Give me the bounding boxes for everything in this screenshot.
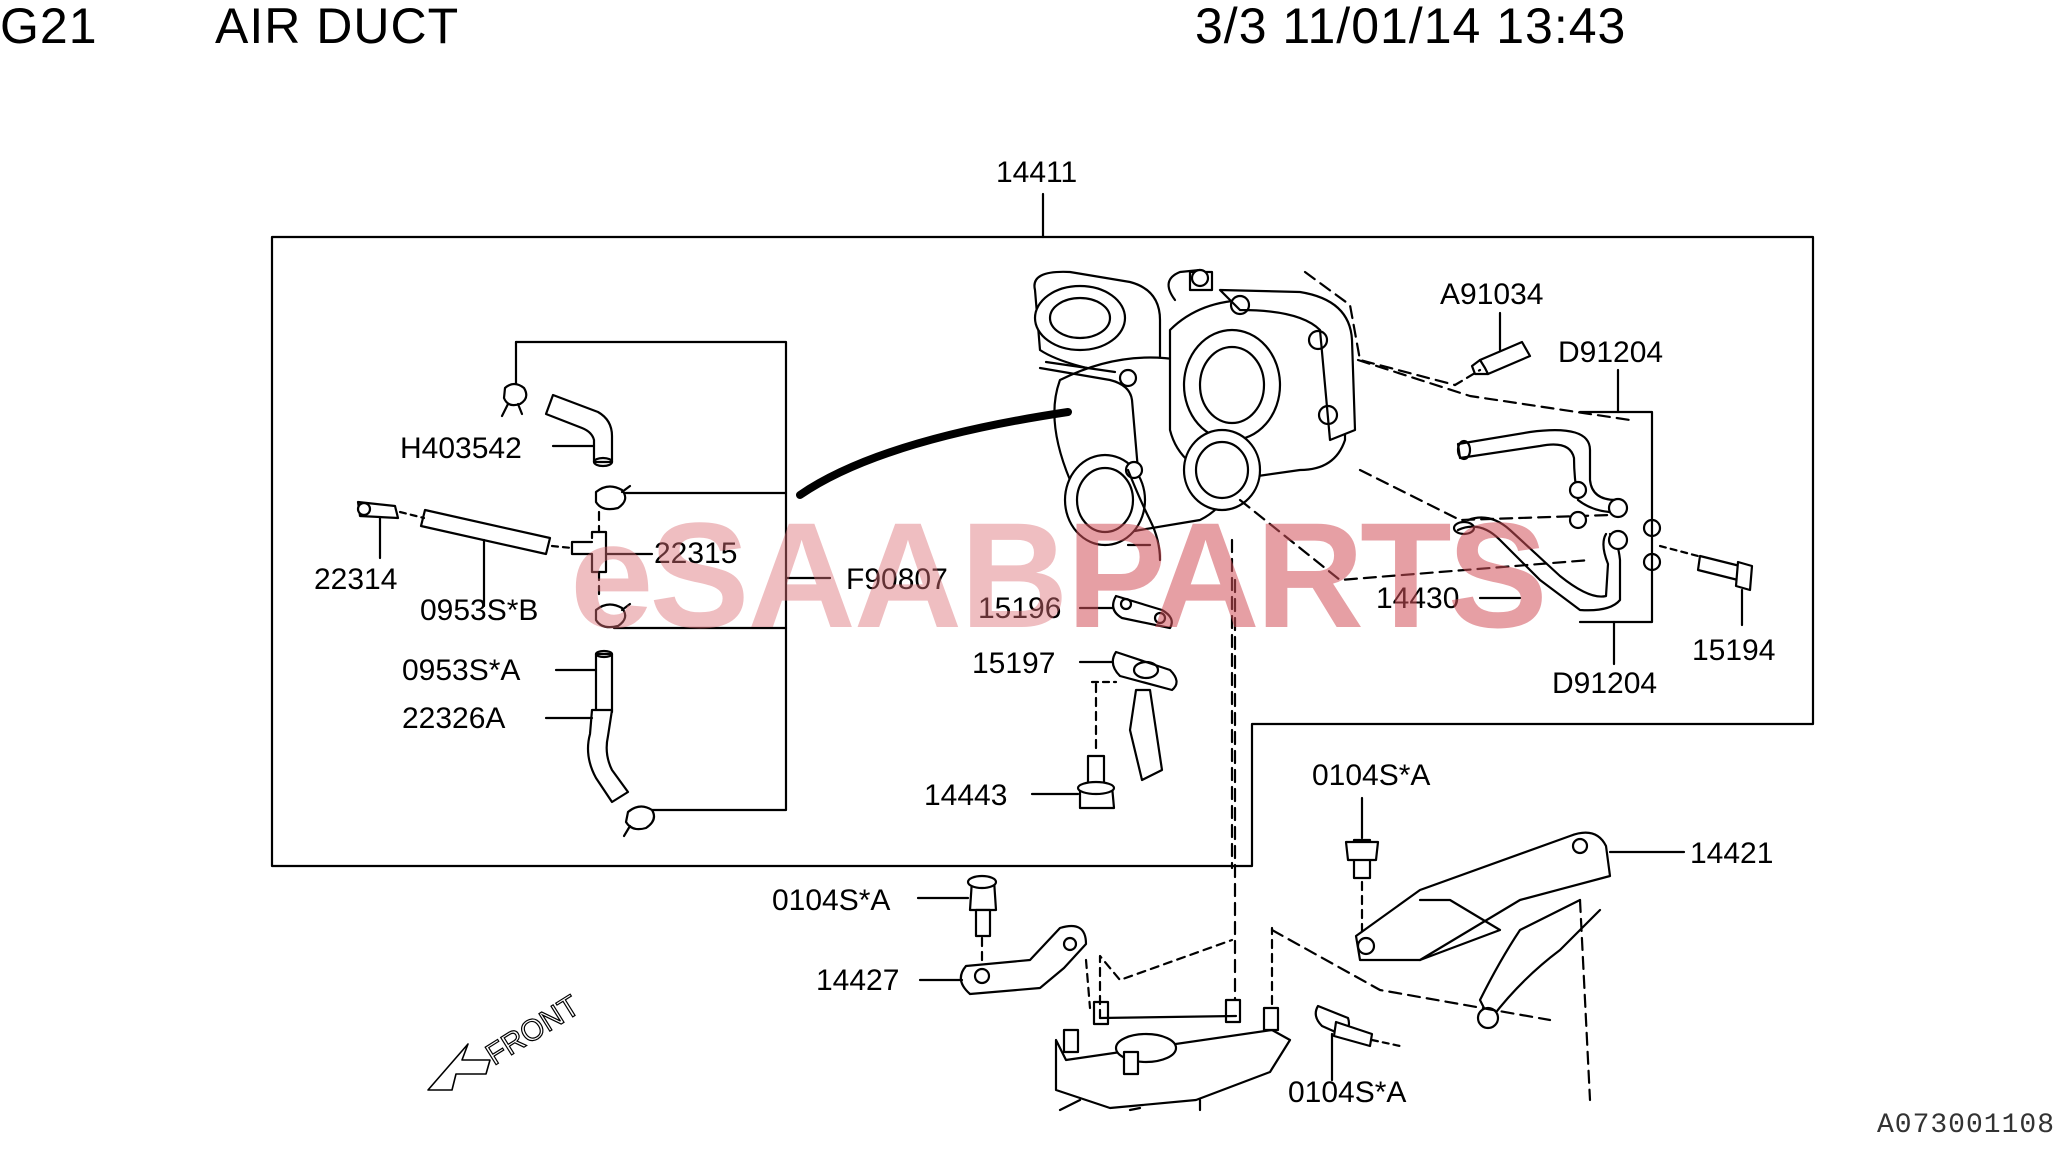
label-0104sa-left[interactable]: 0104S*A [772,884,890,917]
bracket-14427 [918,924,1092,1010]
hose-h403542 [544,393,614,468]
hose-22326a [544,708,630,804]
bolt-0104sa-bottom [1314,1004,1402,1082]
hose-clamp-22315-bottom [594,602,632,629]
pipe-0953sb [398,508,574,608]
connector-22314 [356,500,400,560]
group-code: G21 [0,0,98,54]
bolt-0104sa-left [916,874,998,962]
label-d91204-bottom[interactable]: D91204 [1552,667,1657,700]
label-14411[interactable]: 14411 [996,156,1077,189]
label-14443[interactable]: 14443 [924,779,1007,812]
t-joint-22315 [570,510,654,602]
label-0953sb[interactable]: 0953S*B [420,594,538,627]
diagram-code: A073001108 [1876,1110,2055,1141]
label-14421[interactable]: 14421 [1690,837,1773,870]
label-a91034[interactable]: A91034 [1440,278,1543,311]
page-info: 3/3 11/01/14 13:43 [1195,0,1627,54]
label-15194[interactable]: 15194 [1692,634,1775,667]
oil-drain-15197 [1078,650,1178,782]
watermark-saab: SAAB [649,491,1068,659]
assembly-frame [270,235,1815,868]
label-0104sa-bottom[interactable]: 0104S*A [1288,1076,1406,1109]
label-14430[interactable]: 14430 [1376,582,1459,615]
label-h403542[interactable]: H403542 [400,432,522,465]
bolt-15194 [1658,544,1754,627]
gasket-15196 [1078,594,1173,630]
hose-clamp-bottom [622,805,656,838]
label-22326a[interactable]: 22326A [402,702,505,735]
label-15197[interactable]: 15197 [972,647,1055,680]
front-label: FRONT [480,989,585,1072]
esaabparts-watermark: eSAABPARTS [570,500,1548,650]
hose-clamp-top [500,382,528,418]
turbo-mounting-outline [1230,270,1632,1002]
front-arrow [427,1043,491,1091]
turbocharger [1033,268,1357,562]
label-0104sa-upper[interactable]: 0104S*A [1312,759,1430,792]
watermark-e: e [570,491,653,659]
bolt-14443 [1030,682,1116,810]
connecting-hose [796,408,1072,499]
label-d91204-top[interactable]: D91204 [1558,336,1663,369]
bracket-14421 [1270,831,1686,1102]
label-0953sa[interactable]: 0953S*A [402,654,520,687]
hose-0953sa [554,649,614,714]
oil-pipe-14430 [1452,368,1662,666]
bolt-0104sa-upper [1344,796,1380,934]
label-f90807[interactable]: F90807 [846,563,948,596]
label-15196[interactable]: 15196 [978,592,1061,625]
watermark-parts: PARTS [1066,491,1547,659]
label-22314[interactable]: 22314 [314,563,397,596]
stud-a91034 [1453,311,1532,387]
hose-clamp-22315-top [594,484,632,511]
page-title: AIR DUCT [215,0,460,54]
label-14427[interactable]: 14427 [816,964,899,997]
engine-block-fragment [1054,926,1292,1112]
label-22315[interactable]: 22315 [654,537,737,570]
